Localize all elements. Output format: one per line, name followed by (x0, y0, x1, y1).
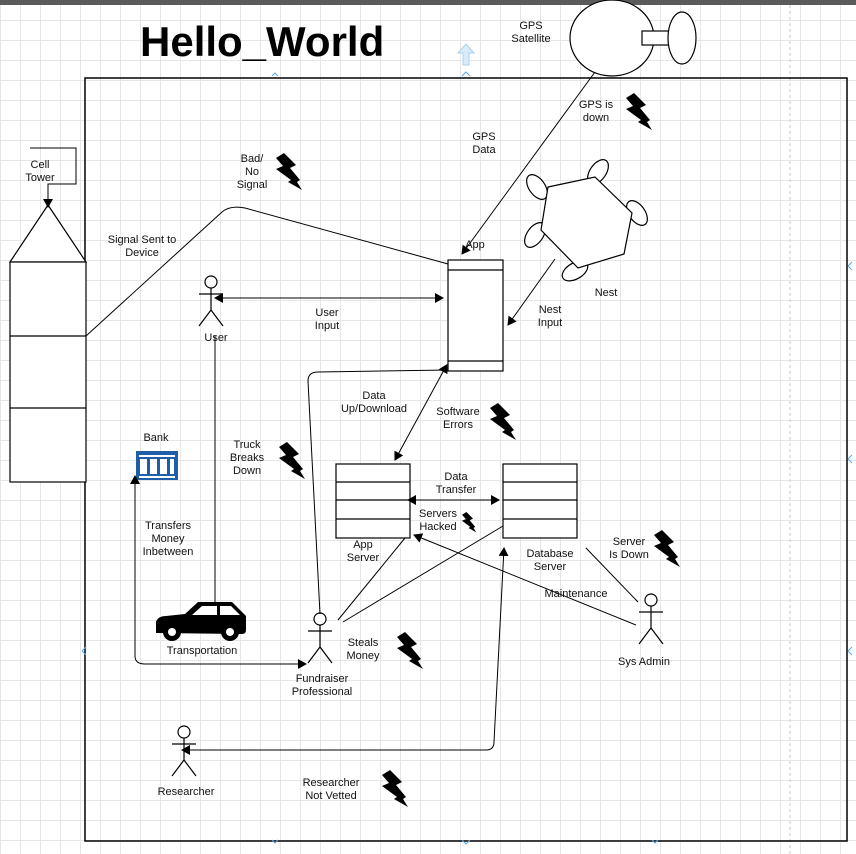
truck-breaks-label: Truck Breaks Down (229, 439, 265, 477)
up-arrow-handle-icon[interactable] (456, 43, 476, 66)
cell-tower-label: Cell Tower (25, 159, 55, 184)
maintenance-label: Maintenance (544, 588, 608, 600)
app-server[interactable] (335, 463, 411, 539)
bad-signal-label: Bad/ No Signal (236, 153, 268, 191)
cell-tower-label-bracket (30, 147, 77, 185)
researcher-dbserver-connector[interactable] (181, 547, 509, 755)
fundraiser-actor-icon[interactable] (307, 612, 333, 664)
servers-hacked-label: Servers Hacked (419, 508, 457, 533)
user-actor-icon[interactable] (198, 275, 224, 327)
researcher-label: Researcher (157, 786, 215, 798)
connectors (85, 71, 639, 755)
database-server-label: Database Server (526, 548, 574, 573)
top-border (0, 0, 856, 5)
bank-icon[interactable] (136, 451, 178, 480)
lightning-icon (397, 632, 423, 669)
nest-label: Nest (594, 287, 618, 299)
lightning-icon (462, 512, 477, 533)
signal-connector[interactable] (85, 206, 449, 337)
lightning-icon (626, 93, 652, 130)
gps-down-label: GPS is down (578, 99, 614, 124)
gps-data-label: GPS Data (472, 131, 496, 156)
lightning-icon (276, 153, 302, 190)
lightning-icon (654, 530, 680, 567)
transfers-money-label: Transfers Money Inbetween (142, 520, 194, 558)
bank-fundraiser-connector[interactable] (130, 475, 307, 669)
app-label: App (465, 239, 485, 251)
bank-label: Bank (143, 432, 169, 444)
researcher-not-vetted-label: Researcher Not Vetted (302, 777, 360, 802)
server-down-label: Server Is Down (609, 536, 649, 561)
lightning-icon (490, 403, 516, 440)
transportation-label: Transportation (166, 645, 238, 657)
cell-tower[interactable] (8, 203, 88, 483)
researcher-actor-icon[interactable] (171, 725, 197, 777)
data-updown-label: Data Up/Download (340, 390, 408, 415)
fundraiser-label: Fundraiser Professional (291, 673, 353, 698)
data-transfer-label: Data Transfer (435, 471, 477, 496)
steals-money-label: Steals Money (346, 637, 380, 662)
nest-device[interactable] (520, 156, 651, 285)
user-input-label: User Input (314, 307, 340, 332)
software-errors-label: Software Errors (436, 406, 480, 431)
lightning-icon (382, 770, 408, 807)
system-boundary[interactable] (84, 77, 848, 842)
signal-sent-label: Signal Sent to Device (107, 234, 177, 259)
sys-admin-label: Sys Admin (618, 656, 670, 668)
sysadmin-dbserver-connector[interactable] (585, 547, 639, 603)
car-icon[interactable] (156, 602, 246, 641)
sysadmin-actor-icon[interactable] (638, 593, 664, 645)
app-device[interactable] (447, 259, 504, 372)
fundraiser-app-connector[interactable] (307, 369, 449, 615)
lightning-icon (279, 442, 305, 479)
page-title: Hello_World (140, 18, 385, 65)
app-server-label: App Server (346, 539, 380, 564)
gps-data-connector[interactable] (461, 71, 596, 255)
user-label: User (204, 332, 228, 344)
database-server[interactable] (502, 463, 578, 539)
nest-input-label: Nest Input (537, 304, 563, 329)
data-updown-connector[interactable] (394, 363, 448, 461)
satellite-icon[interactable] (569, 0, 697, 77)
gps-satellite-label: GPS Satellite (511, 20, 551, 45)
nest-input-connector[interactable] (507, 258, 556, 326)
selection-handles (81, 71, 853, 845)
